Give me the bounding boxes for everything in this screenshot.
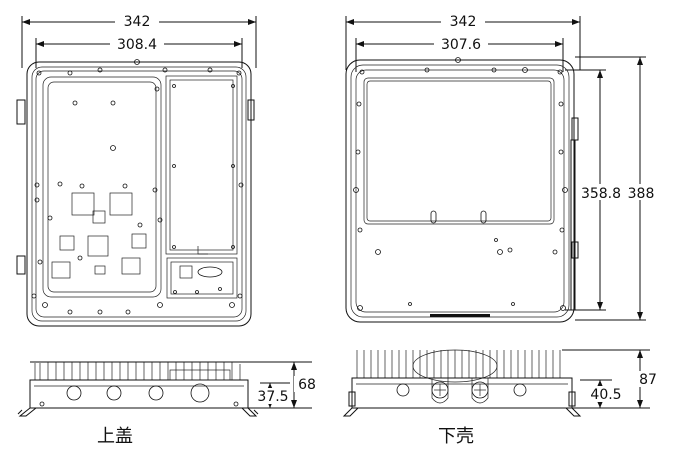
lower-shell-window: [363, 77, 555, 225]
upper-inner-width-label: 308.4: [117, 37, 157, 53]
lower-shell-top-view: 342 307.6 358.8: [345, 12, 657, 323]
upper-right-panel: [165, 75, 238, 255]
lower-overall-width-dimension: 342: [345, 12, 581, 70]
lower-inner-height-label: 358.8: [581, 186, 621, 202]
lower-inner-width-dimension: 307.6: [355, 35, 564, 72]
upper-cover-side-view: 37.5 68 上盖: [17, 361, 318, 447]
lower-heatsink-fins: [356, 350, 561, 378]
lower-overall-height-label: 388: [628, 186, 655, 202]
upper-inner-width-dimension: 308.4: [35, 35, 243, 68]
upper-cover-outline: [26, 61, 252, 327]
lower-base-height-label: 40.5: [590, 387, 621, 403]
upper-cover-top-view: 342 308.4: [16, 12, 257, 327]
lower-overall-width-label: 342: [450, 14, 477, 30]
lower-shell-caption: 下壳: [438, 426, 474, 447]
component-square: [71, 192, 95, 216]
upper-side-height-label: 68: [298, 377, 316, 393]
lower-shell-side-view: 40.5 87 下壳: [342, 349, 662, 447]
upper-overall-width-dimension: 342: [21, 12, 257, 68]
upper-mounting-holes: [31, 59, 244, 315]
upper-base-height-label: 37.5: [257, 389, 288, 405]
lower-inner-width-label: 307.6: [441, 37, 481, 53]
lower-inner-height-dimension: 358.8: [565, 69, 625, 311]
upper-cover-caption: 上盖: [97, 426, 133, 447]
upper-heatsink-fins: [34, 362, 241, 380]
lower-overall-height-dimension: 388: [575, 56, 657, 321]
upper-left-panel: [42, 76, 162, 298]
upper-side-dimensions: 37.5 68: [246, 361, 318, 409]
lower-mounting-holes: [353, 57, 568, 311]
upper-connector-panel: [166, 257, 238, 299]
lower-side-height-label: 87: [639, 372, 657, 388]
lower-shell-outline: [345, 59, 575, 323]
lower-side-dimensions: 40.5 87: [562, 349, 662, 409]
upper-overall-width-label: 342: [124, 14, 151, 30]
